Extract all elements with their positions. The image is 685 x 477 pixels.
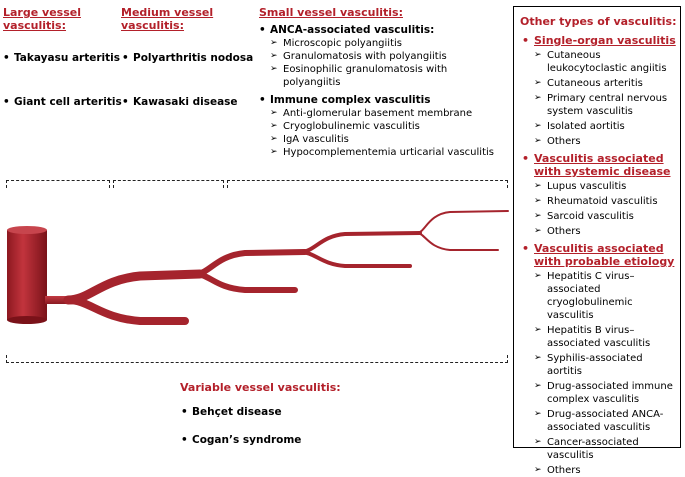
large-item-giant-cell: Giant cell arteritis: [3, 95, 122, 109]
single-organ-item: Cutaneous leukocytoclastic angiitis: [514, 49, 680, 75]
small-artery-shape: [192, 249, 308, 277]
etiology-item: Drug-associated ANCA-associated vasculit…: [514, 408, 680, 434]
etiology-item: Hepatitis B virus–associated vasculitis: [514, 324, 680, 350]
arteriole-shape: [298, 231, 422, 254]
immune-item: Anti-glomerular basement membrane: [270, 107, 510, 120]
systemic-disease-heading: Vasculitis associated with systemic dise…: [514, 152, 680, 178]
small-vessel-title: Small vessel vasculitis:: [259, 6, 403, 19]
variable-item-behcet: Behçet disease: [181, 405, 282, 419]
systemic-item: Others: [514, 225, 680, 238]
single-organ-item: Cutaneous arteritis: [514, 77, 680, 90]
bracket-medium: [113, 180, 224, 188]
etiology-item: Syphilis-associated aortitis: [514, 352, 680, 378]
single-organ-item: Isolated aortitis: [514, 120, 680, 133]
etiology-item: Cancer-associated vasculitis: [514, 436, 680, 462]
bracket-large: [6, 180, 110, 188]
single-organ-item: Others: [514, 135, 680, 148]
anca-item: Eosinophilic granulomatosis with polyang…: [270, 63, 483, 89]
bracket-small: [227, 180, 508, 188]
medium-item-kawasaki: Kawasaki disease: [122, 95, 237, 109]
large-item-takayasu: Takayasu arteritis: [3, 51, 120, 65]
medium-item-pan: Polyarthritis nodosa: [122, 51, 253, 65]
anca-heading: ANCA-associated vasculitis:: [259, 23, 510, 37]
immune-item: Hypocomplementemia urticarial vasculitis: [270, 146, 510, 159]
single-organ-heading: Single-organ vasculitis: [514, 34, 680, 47]
anca-item: Granulomatosis with polyangiitis: [270, 50, 510, 63]
variable-vessel-title: Variable vessel vasculitis:: [180, 381, 341, 394]
small-vessel-list: ANCA-associated vasculitis: Microscopic …: [259, 23, 510, 159]
etiology-item: Others: [514, 464, 680, 477]
variable-item-cogan: Cogan’s syndrome: [181, 433, 301, 447]
etiology-item: Drug-associated immune complex vasculiti…: [514, 380, 680, 406]
medium-artery-shape: [63, 269, 205, 305]
capillary-shape: [416, 210, 509, 234]
other-types-panel: Other types of vasculitis: Single-organ …: [513, 6, 681, 477]
anca-item: Microscopic polyangiitis: [270, 37, 510, 50]
medium-vessel-title: Medium vessel vasculitis:: [121, 6, 214, 32]
single-organ-item: Primary central nervous system vasculiti…: [514, 92, 680, 118]
aorta-shape: [7, 230, 47, 320]
other-types-title: Other types of vasculitis:: [520, 15, 677, 28]
bracket-variable: [6, 355, 508, 363]
immune-item: IgA vasculitis: [270, 133, 510, 146]
systemic-item: Rheumatoid vasculitis: [514, 195, 680, 208]
vessel-tree-illustration: [7, 210, 509, 325]
immune-item: Cryoglobulinemic vasculitis: [270, 120, 510, 133]
systemic-item: Sarcoid vasculitis: [514, 210, 680, 223]
systemic-item: Lupus vasculitis: [514, 180, 680, 193]
large-vessel-title: Large vessel vasculitis:: [3, 6, 81, 32]
immune-heading: Immune complex vasculitis: [259, 93, 510, 107]
probable-etiology-heading: Vasculitis associated with probable etio…: [514, 242, 680, 268]
etiology-item: Hepatitis C virus–associated cryoglobuli…: [514, 270, 680, 322]
